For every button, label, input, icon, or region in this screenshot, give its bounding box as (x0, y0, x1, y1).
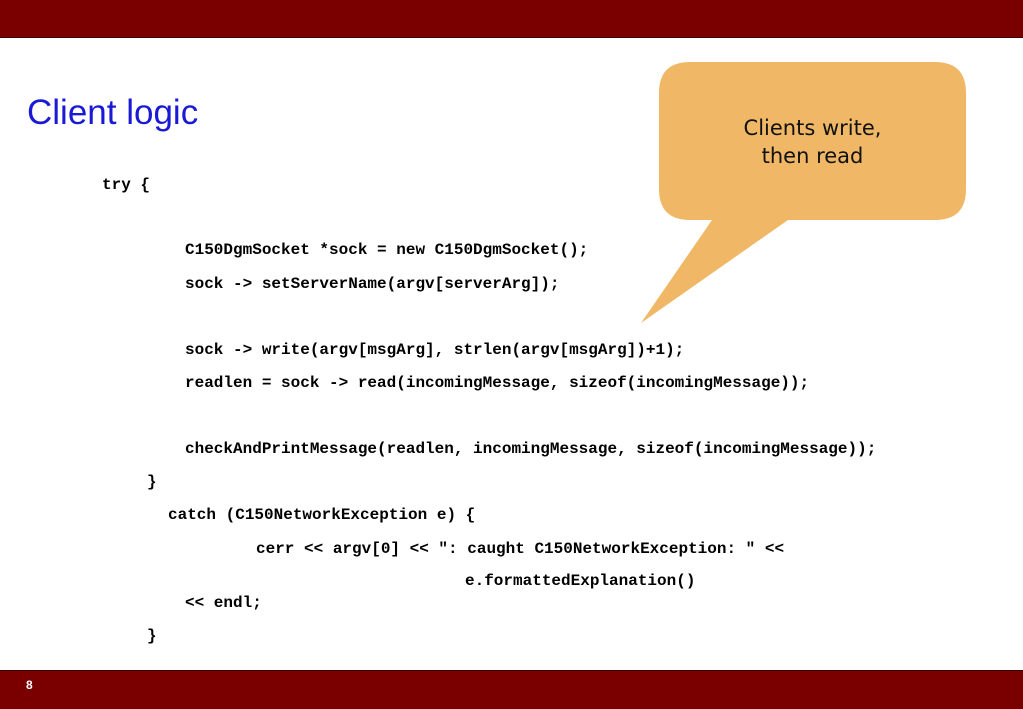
bottom-banner: 8 (0, 670, 1023, 709)
code-line: checkAndPrintMessage(readlen, incomingMe… (185, 440, 877, 458)
code-line: } (147, 627, 157, 645)
code-line: sock -> write(argv[msgArg], strlen(argv[… (185, 341, 685, 359)
code-line: readlen = sock -> read(incomingMessage, … (185, 374, 810, 392)
slide-title: Client logic (27, 93, 199, 132)
code-line: C150DgmSocket *sock = new C150DgmSocket(… (185, 241, 589, 259)
speech-bubble-shape (641, 62, 966, 323)
code-line: sock -> setServerName(argv[serverArg]); (185, 275, 560, 293)
code-line: << endl; (185, 594, 262, 612)
code-line: cerr << argv[0] << ": caught C150Network… (256, 540, 785, 558)
page-number: 8 (26, 678, 33, 692)
callout-line: then read (761, 144, 864, 168)
top-banner (0, 0, 1023, 38)
callout-text: Clients write, then read (660, 114, 965, 170)
callout-line: Clients write, (743, 116, 882, 140)
code-line: catch (C150NetworkException e) { (168, 506, 476, 524)
code-line: e.formattedExplanation() (465, 572, 696, 590)
code-line: try { (102, 176, 151, 194)
code-line: } (147, 473, 157, 491)
